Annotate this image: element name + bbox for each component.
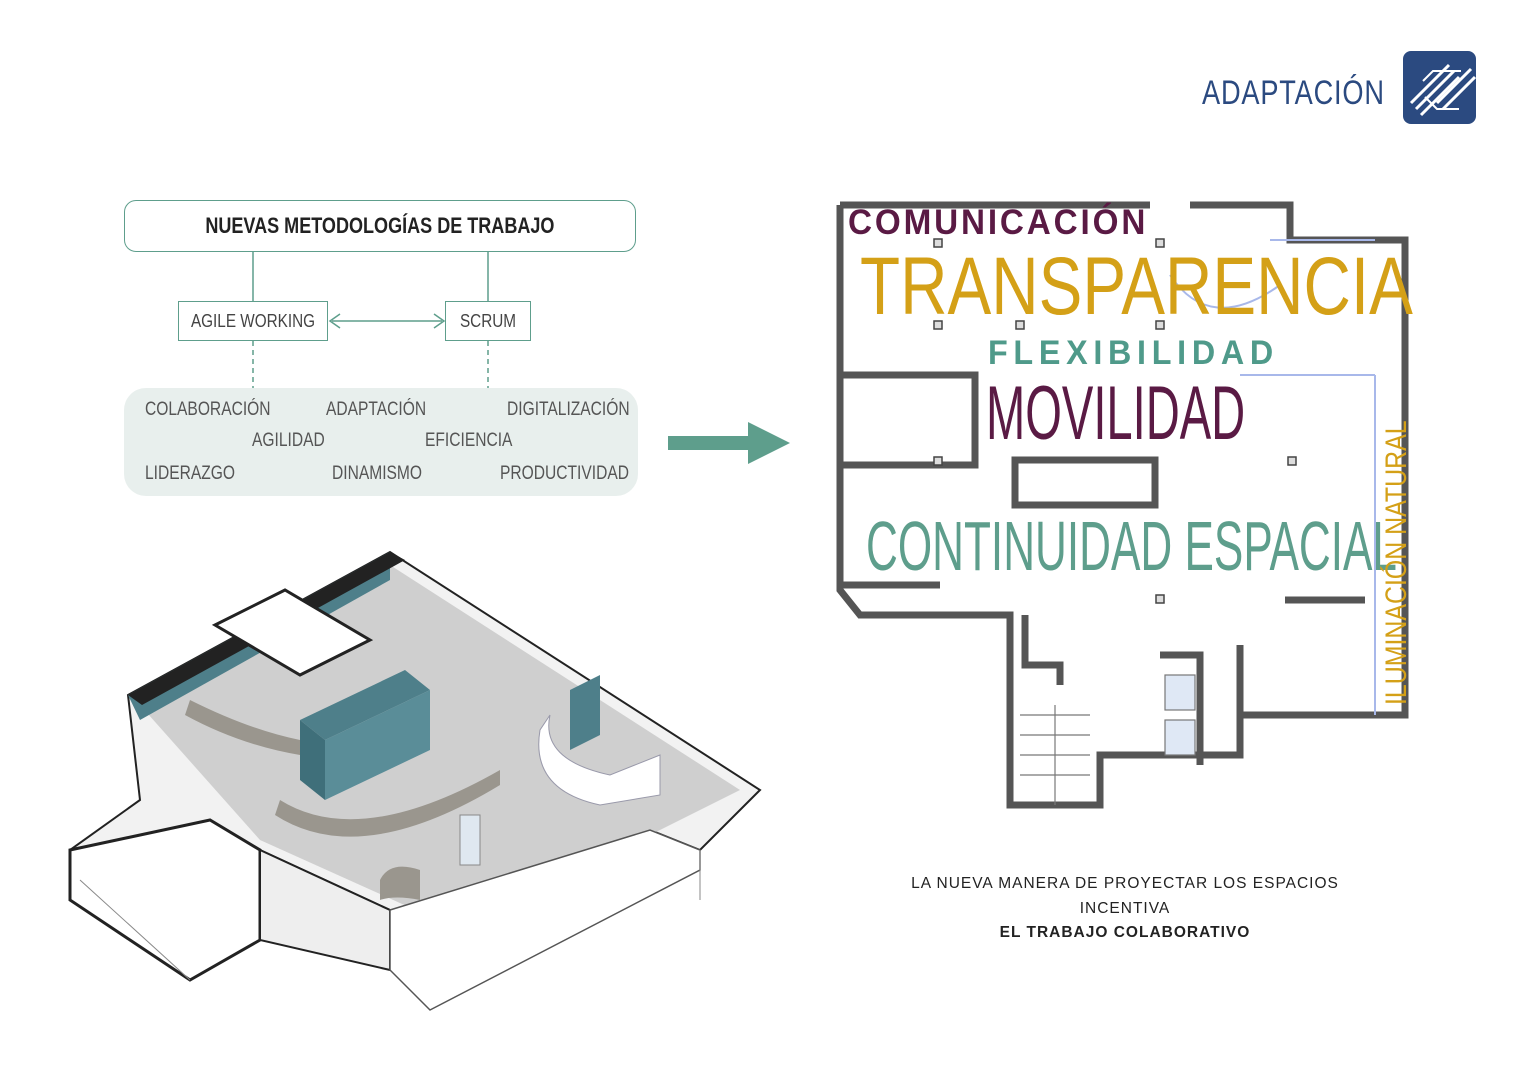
keyword: DINAMISMO xyxy=(332,463,423,484)
isometric-office-drawing xyxy=(68,550,762,1011)
caption-emphasis: EL TRABAJO COLABORATIVO xyxy=(999,924,1251,941)
right-arrow-icon xyxy=(668,422,790,464)
keyword: COLABORACIÓN xyxy=(145,399,271,420)
word-comunicacion: COMUNICACIÓN xyxy=(848,203,1149,242)
keyword: AGILIDAD xyxy=(252,430,325,451)
page-title: ADAPTACIÓN xyxy=(1202,74,1385,112)
methodology-title-box: NUEVAS METODOLOGÍAS DE TRABAJO xyxy=(124,200,636,252)
keyword: ADAPTACIÓN xyxy=(326,399,427,420)
caption-line: LA NUEVA MANERA DE PROYECTAR LOS ESPACIO… xyxy=(911,875,1339,892)
word-flexibilidad: FLEXIBILIDAD xyxy=(988,334,1279,372)
caption-line: INCENTIVA xyxy=(1079,899,1171,917)
keyword: EFICIENCIA xyxy=(425,430,513,451)
agile-working-node: AGILE WORKING xyxy=(178,301,328,341)
word-continuidad-espacial: CONTINUIDAD ESPACIAL xyxy=(866,507,1397,585)
company-logo-icon xyxy=(1403,51,1476,124)
scrum-node: SCRUM xyxy=(445,301,531,341)
caption: LA NUEVA MANERA DE PROYECTAR LOS ESPACIO… xyxy=(900,872,1350,946)
word-transparencia: TRANSPARENCIA xyxy=(860,241,1413,332)
word-iluminacion-natural: ILUMINACIÓN NATURAL xyxy=(1380,420,1413,705)
keyword: PRODUCTIVIDAD xyxy=(500,463,629,484)
methodology-connectors xyxy=(252,252,489,388)
keyword: DIGITALIZACIÓN xyxy=(507,399,630,420)
floor-plan xyxy=(836,201,1409,809)
word-movilidad: MOVILIDAD xyxy=(986,371,1246,456)
keyword: LIDERAZGO xyxy=(145,463,236,484)
keywords-panel: COLABORACIÓN ADAPTACIÓN DIGITALIZACIÓN A… xyxy=(124,388,638,496)
